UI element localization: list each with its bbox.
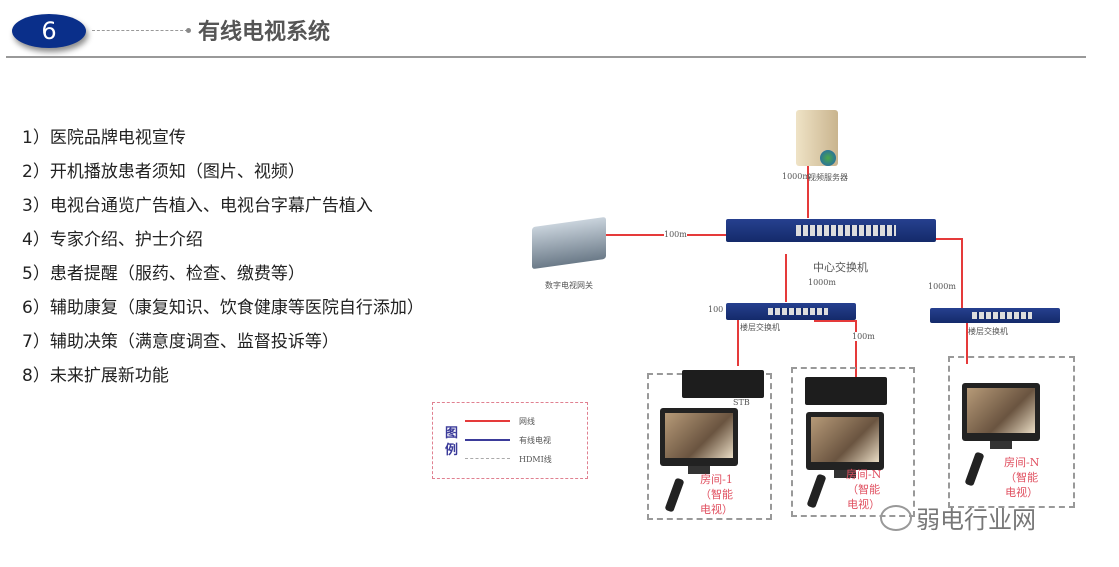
page-title: 有线电视系统 bbox=[198, 20, 331, 45]
network-line bbox=[807, 140, 809, 218]
legend-swatch-network bbox=[465, 420, 510, 422]
tv-icon bbox=[962, 383, 1040, 449]
feature-item: 1）医院品牌电视宣传 bbox=[22, 128, 186, 148]
legend-label: 有线电视 bbox=[519, 436, 551, 445]
floor-right-speed: 100m bbox=[852, 332, 875, 341]
gateway-label: 数字电视网关 bbox=[545, 281, 593, 290]
core-down-speed: 1000m bbox=[808, 278, 836, 287]
floor-switch-label: 楼层交换机 bbox=[740, 323, 780, 332]
legend: 图例 网线 有线电视 HDMI线 bbox=[432, 402, 588, 479]
dotted-connector bbox=[92, 30, 188, 31]
legend-title: 图例 bbox=[445, 426, 459, 458]
network-line bbox=[785, 254, 787, 302]
network-line bbox=[961, 238, 963, 308]
core-switch-label: 中心交换机 bbox=[813, 261, 868, 274]
legend-label: 网线 bbox=[519, 417, 535, 426]
set-top-box-icon bbox=[805, 377, 887, 405]
header-divider bbox=[6, 56, 1086, 58]
floor-left-speed: 100 bbox=[708, 305, 724, 314]
floor-switch-label: 楼层交换机 bbox=[968, 327, 1008, 336]
gateway-speed: 100m bbox=[664, 230, 687, 239]
tv-icon bbox=[660, 408, 738, 474]
room-box bbox=[791, 367, 915, 517]
feature-item: 3）电视台通览广告植入、电视台字幕广告植入 bbox=[22, 196, 373, 216]
network-line bbox=[814, 320, 856, 322]
feature-item: 4）专家介绍、护士介绍 bbox=[22, 230, 203, 250]
dot-end bbox=[186, 28, 191, 33]
feature-item: 7）辅助决策（满意度调查、监督投诉等） bbox=[22, 332, 339, 352]
room-label: 房间-N（智能电视） bbox=[1004, 456, 1040, 499]
feature-item: 2）开机播放患者须知（图片、视频） bbox=[22, 162, 305, 182]
tv-icon bbox=[806, 412, 884, 478]
room-label: 房间-N（智能电视） bbox=[846, 468, 882, 511]
feature-item: 6）辅助康复（康复知识、饮食健康等医院自行添加） bbox=[22, 298, 424, 318]
network-line bbox=[855, 320, 857, 378]
watermark: 弱电行业网 bbox=[916, 506, 1036, 534]
floor-switch-icon bbox=[726, 303, 856, 320]
legend-label: HDMI线 bbox=[519, 455, 552, 464]
network-line bbox=[966, 322, 968, 364]
feature-item: 5）患者提醒（服药、检查、缴费等） bbox=[22, 264, 305, 284]
section-number-badge: 6 bbox=[12, 14, 86, 48]
stb-label: STB bbox=[733, 398, 750, 407]
core-right-speed: 1000m bbox=[928, 282, 956, 291]
server-speed: 1000m bbox=[782, 172, 810, 181]
network-line bbox=[737, 318, 739, 366]
floor-switch-icon bbox=[930, 308, 1060, 323]
gateway-icon bbox=[532, 216, 606, 270]
legend-swatch-hdmi bbox=[465, 458, 510, 459]
feature-item: 8）未来扩展新功能 bbox=[22, 366, 169, 386]
room-label: 房间-1（智能电视） bbox=[700, 473, 733, 516]
network-line bbox=[934, 238, 963, 240]
server-label: 视频服务器 bbox=[808, 173, 848, 182]
globe-icon bbox=[820, 150, 836, 166]
set-top-box-icon bbox=[682, 370, 764, 398]
wechat-icon bbox=[880, 505, 912, 531]
core-switch-icon bbox=[726, 219, 936, 242]
legend-swatch-catv bbox=[465, 439, 510, 441]
room-box bbox=[948, 356, 1075, 508]
